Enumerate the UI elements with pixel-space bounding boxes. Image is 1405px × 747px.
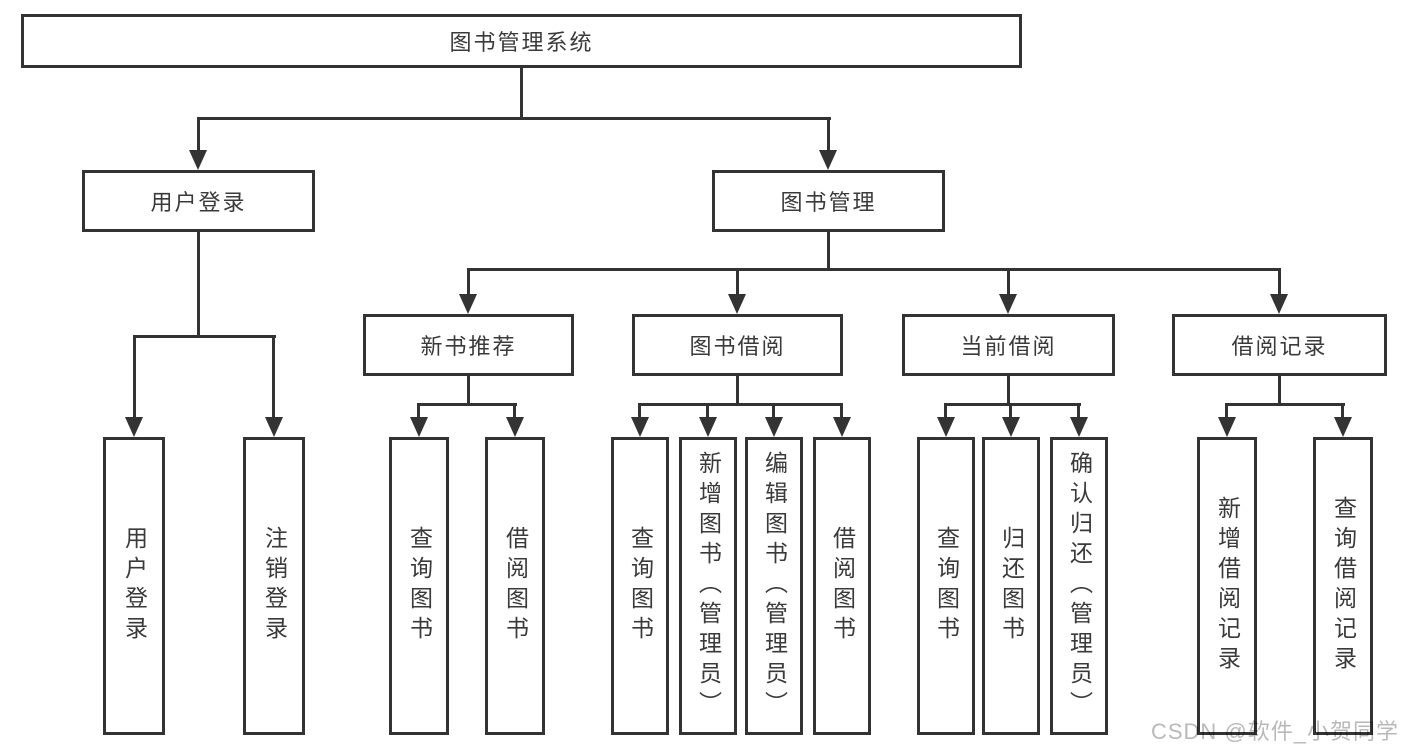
node-new-book-recommend: 新书推荐 bbox=[363, 314, 574, 376]
node-label: 归还图书 bbox=[998, 526, 1025, 646]
connector-borrow-drop-4 bbox=[840, 403, 843, 417]
node-label: 注销登录 bbox=[261, 526, 288, 646]
node-records-add-borrow-record: 新增借阅记录 bbox=[1197, 437, 1257, 735]
arrow-down-icon bbox=[765, 417, 783, 437]
arrow-down-icon bbox=[937, 417, 955, 437]
node-borrow-query-books: 查询图书 bbox=[611, 437, 669, 735]
connector-borrow-rail bbox=[638, 403, 843, 406]
node-label: 编辑图书（管理员） bbox=[761, 451, 788, 721]
arrow-down-icon bbox=[265, 417, 283, 437]
connector-borrow-drop-3 bbox=[772, 403, 775, 417]
connector-recommend-drop-2 bbox=[513, 403, 516, 417]
node-current-return-books: 归还图书 bbox=[982, 437, 1040, 735]
node-label: 当前借阅 bbox=[960, 334, 1057, 359]
connector-current-drop-2 bbox=[1009, 403, 1012, 417]
node-label: 查询图书 bbox=[627, 526, 654, 646]
connector-mgmt-drop-4 bbox=[1278, 268, 1281, 294]
node-label: 借阅记录 bbox=[1231, 334, 1328, 359]
connector-records-drop-1 bbox=[1225, 403, 1228, 417]
connector-borrow-stem bbox=[736, 376, 739, 405]
connector-recommend-drop-1 bbox=[417, 403, 420, 417]
node-book-borrow: 图书借阅 bbox=[632, 314, 843, 376]
connector-records-rail bbox=[1225, 403, 1345, 406]
node-label: 图书管理系统 bbox=[449, 30, 594, 55]
arrow-down-icon bbox=[833, 417, 851, 437]
arrow-down-icon bbox=[631, 417, 649, 437]
arrow-down-icon bbox=[728, 294, 746, 314]
arrow-down-icon bbox=[506, 417, 524, 437]
connector-login-drop-1 bbox=[133, 335, 136, 417]
node-label: 图书借阅 bbox=[689, 334, 786, 359]
node-label: 图书管理 bbox=[780, 190, 877, 215]
csdn-watermark: CSDN @软件_小贺同学 bbox=[1150, 719, 1399, 744]
node-current-query-books: 查询图书 bbox=[917, 437, 975, 735]
connector-borrow-drop-1 bbox=[638, 403, 641, 417]
node-label: 借阅图书 bbox=[829, 526, 856, 646]
connector-records-drop-2 bbox=[1341, 403, 1344, 417]
node-borrow-borrow-books: 借阅图书 bbox=[813, 437, 871, 735]
arrow-down-icon bbox=[410, 417, 428, 437]
node-label: 新书推荐 bbox=[420, 334, 517, 359]
node-login-user-login: 用户登录 bbox=[103, 437, 165, 735]
connector-login-stem bbox=[197, 232, 200, 336]
node-current-confirm-return-admin: 确认归还（管理员） bbox=[1050, 437, 1108, 735]
node-label: 查询图书 bbox=[933, 526, 960, 646]
node-label: 新增借阅记录 bbox=[1214, 496, 1241, 676]
connector-current-drop-1 bbox=[944, 403, 947, 417]
connector-current-stem bbox=[1007, 376, 1010, 405]
arrow-down-icon bbox=[1002, 417, 1020, 437]
arrow-down-icon bbox=[1070, 417, 1088, 437]
connector-borrow-drop-2 bbox=[706, 403, 709, 417]
connector-login-drop-2 bbox=[272, 335, 275, 417]
connector-recommend-rail bbox=[417, 403, 517, 406]
node-label: 借阅图书 bbox=[502, 526, 529, 646]
arrow-down-icon bbox=[459, 294, 477, 314]
arrow-down-icon bbox=[819, 150, 837, 170]
connector-mgmt-drop-2 bbox=[736, 268, 739, 294]
node-borrow-add-books-admin: 新增图书（管理员） bbox=[679, 437, 737, 735]
connector-current-drop-3 bbox=[1077, 403, 1080, 417]
node-recommend-borrow-books: 借阅图书 bbox=[485, 437, 545, 735]
arrow-down-icon bbox=[189, 150, 207, 170]
node-borrow-edit-books-admin: 编辑图书（管理员） bbox=[745, 437, 803, 735]
connector-root-stem bbox=[520, 68, 523, 118]
connector-root-rail bbox=[197, 117, 831, 120]
connector-root-drop-left bbox=[197, 117, 200, 150]
connector-records-stem bbox=[1278, 376, 1281, 405]
node-current-borrow: 当前借阅 bbox=[902, 314, 1115, 376]
node-label: 确认归还（管理员） bbox=[1066, 451, 1093, 721]
node-book-management: 图书管理 bbox=[712, 170, 945, 232]
node-label: 用户登录 bbox=[150, 190, 247, 215]
connector-mgmt-rail bbox=[467, 268, 1281, 271]
connector-current-rail bbox=[944, 403, 1081, 406]
connector-mgmt-drop-1 bbox=[467, 268, 470, 294]
arrow-down-icon bbox=[699, 417, 717, 437]
node-label: 查询借阅记录 bbox=[1330, 496, 1357, 676]
node-borrow-records: 借阅记录 bbox=[1172, 314, 1387, 376]
connector-recommend-stem bbox=[467, 376, 470, 405]
connector-mgmt-drop-3 bbox=[1007, 268, 1010, 294]
node-user-login: 用户登录 bbox=[82, 170, 315, 232]
node-login-logout: 注销登录 bbox=[243, 437, 305, 735]
connector-login-rail bbox=[133, 335, 276, 338]
arrow-down-icon bbox=[999, 294, 1017, 314]
connector-root-drop-right bbox=[827, 117, 830, 150]
node-recommend-query-books: 查询图书 bbox=[389, 437, 449, 735]
connector-mgmt-stem bbox=[827, 232, 830, 270]
node-records-query-borrow-record: 查询借阅记录 bbox=[1313, 437, 1373, 735]
node-label: 新增图书（管理员） bbox=[695, 451, 722, 721]
node-label: 查询图书 bbox=[406, 526, 433, 646]
arrow-down-icon bbox=[1218, 417, 1236, 437]
arrow-down-icon bbox=[1334, 417, 1352, 437]
arrow-down-icon bbox=[125, 417, 143, 437]
arrow-down-icon bbox=[1270, 294, 1288, 314]
node-library-management-system: 图书管理系统 bbox=[21, 14, 1022, 68]
node-label: 用户登录 bbox=[121, 526, 148, 646]
